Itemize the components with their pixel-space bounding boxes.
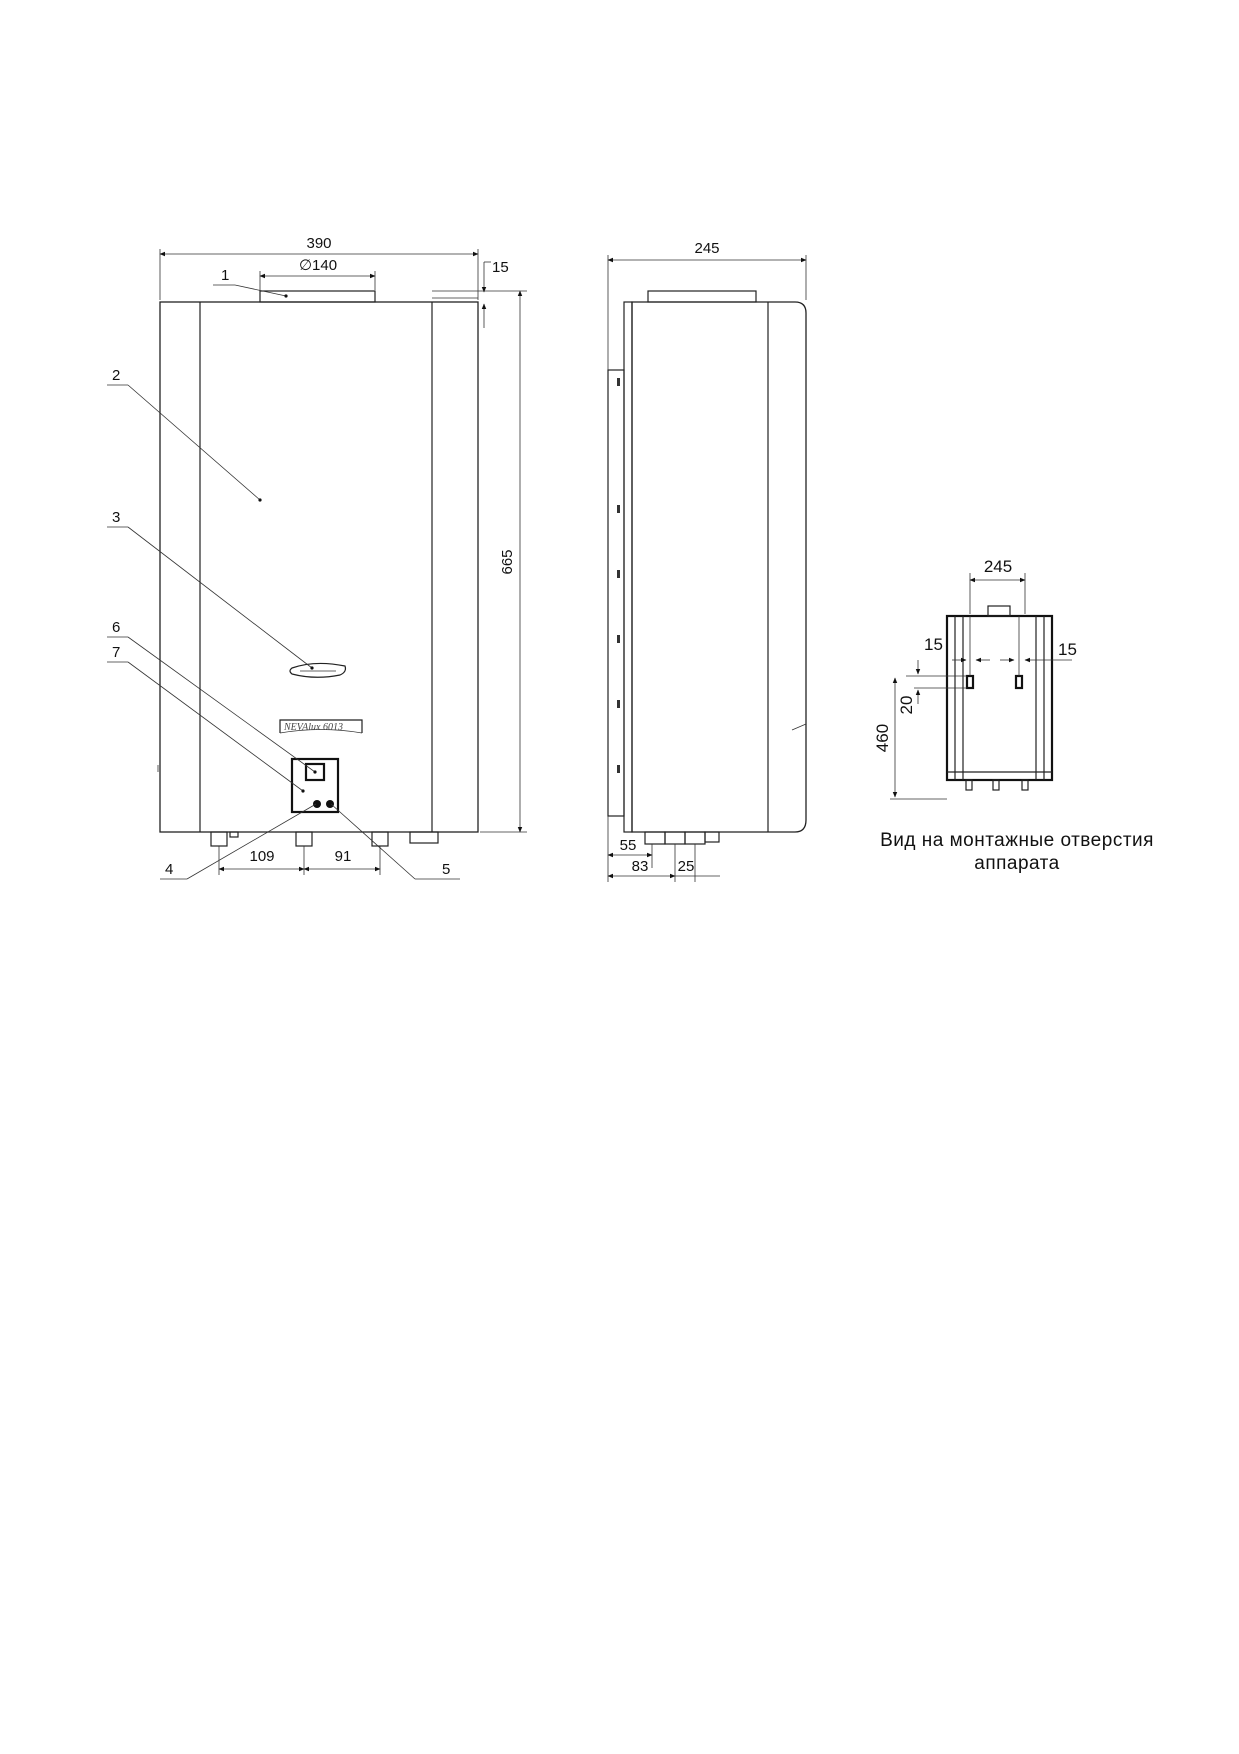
mounting-plate bbox=[607, 369, 625, 817]
mount-hole-right bbox=[1014, 674, 1024, 690]
dim-pipe-25: 25 bbox=[678, 858, 695, 875]
svg-text:7: 7 bbox=[112, 644, 120, 661]
pipe-1 bbox=[210, 831, 228, 847]
side-pipe-2 bbox=[664, 831, 686, 845]
dim-pipe-83: 83 bbox=[632, 858, 649, 875]
svg-text:1: 1 bbox=[221, 267, 229, 284]
side-flue bbox=[647, 290, 757, 303]
display-window bbox=[304, 762, 326, 782]
pipe-3 bbox=[371, 831, 389, 847]
callout-3: 3 bbox=[107, 509, 314, 670]
svg-text:2: 2 bbox=[112, 367, 120, 384]
dim-right-hole: 15 bbox=[1058, 640, 1077, 659]
flue-collar bbox=[259, 290, 376, 303]
side-view: 245 55 83 25 bbox=[607, 240, 807, 882]
dim-right-pipe: 91 bbox=[335, 848, 352, 865]
front-view: NEVAlux 6013 390 ∅140 15 665 bbox=[107, 235, 527, 880]
mount-hole-left bbox=[965, 674, 975, 690]
dim-depth: 245 bbox=[694, 240, 719, 257]
mount-caption-line1: Вид на монтажные отверстия bbox=[880, 830, 1154, 851]
callout-7: 7 bbox=[107, 644, 305, 793]
callout-5: 5 bbox=[330, 803, 460, 880]
svg-text:4: 4 bbox=[165, 861, 173, 878]
callout-4: 4 bbox=[160, 803, 317, 880]
svg-text:5: 5 bbox=[442, 861, 450, 878]
side-pipe-3 bbox=[684, 831, 706, 845]
dim-left-hole: 15 bbox=[924, 635, 943, 654]
side-body bbox=[631, 301, 807, 833]
knob-right bbox=[326, 800, 334, 808]
dim-left-pipe: 109 bbox=[249, 848, 274, 865]
dim-pipe-55: 55 bbox=[620, 837, 637, 854]
svg-text:3: 3 bbox=[112, 509, 120, 526]
dim-mount-height: 460 bbox=[873, 724, 892, 752]
control-panel bbox=[290, 757, 340, 814]
front-body bbox=[159, 301, 479, 833]
control-handle bbox=[289, 662, 347, 678]
svg-text:6: 6 bbox=[112, 619, 120, 636]
mount-caption-line2: аппарата bbox=[974, 853, 1059, 874]
callout-2: 2 bbox=[107, 367, 262, 502]
side-pipe-1 bbox=[644, 831, 666, 845]
brand-label: NEVAlux 6013 bbox=[283, 722, 343, 733]
mount-flue bbox=[987, 605, 1011, 617]
dim-flue-diameter: ∅140 bbox=[299, 257, 337, 274]
knob-left bbox=[313, 800, 321, 808]
dim-top-offset: 15 bbox=[492, 259, 509, 276]
brand-plate bbox=[279, 719, 363, 733]
dim-slot: 20 bbox=[897, 696, 916, 715]
pipe-2 bbox=[295, 831, 313, 847]
mount-view: 245 15 15 20 460 Вид на монтажные отверс… bbox=[873, 557, 1154, 874]
dim-width: 390 bbox=[306, 235, 331, 252]
dim-height: 665 bbox=[499, 549, 516, 574]
pipe-4 bbox=[409, 831, 439, 844]
callout-1: 1 bbox=[213, 267, 288, 298]
dim-mount-width: 245 bbox=[984, 557, 1012, 576]
callout-6: 6 bbox=[107, 619, 317, 774]
